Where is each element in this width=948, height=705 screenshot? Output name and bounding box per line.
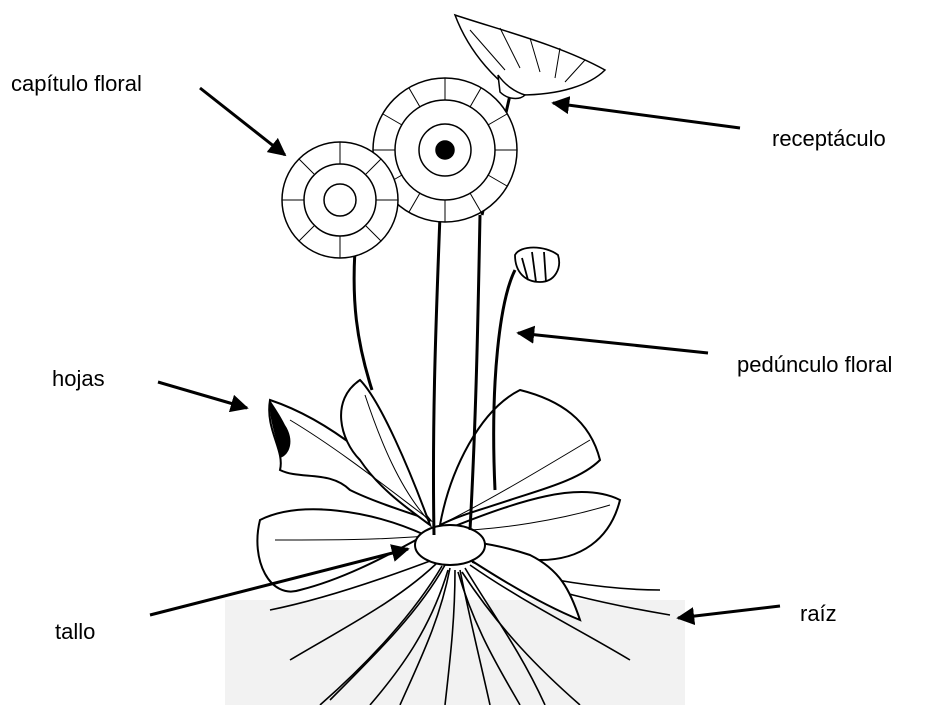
label-raiz: raíz: [800, 603, 837, 625]
flower-bud: [515, 248, 559, 283]
label-pedunculo-floral: pedúnculo floral: [737, 354, 892, 376]
arrow-raiz: [678, 606, 780, 618]
label-tallo: tallo: [55, 621, 95, 643]
arrow-capitulo: [200, 88, 285, 155]
plant-base: [415, 525, 485, 565]
label-receptaculo: receptáculo: [772, 128, 886, 150]
arrow-receptaculo: [553, 103, 740, 128]
arrow-hojas: [158, 382, 247, 408]
label-hojas: hojas: [52, 368, 105, 390]
label-capitulo-floral: capítulo floral: [11, 73, 142, 95]
arrow-pedunculo: [518, 333, 708, 353]
leaves: [257, 380, 620, 620]
